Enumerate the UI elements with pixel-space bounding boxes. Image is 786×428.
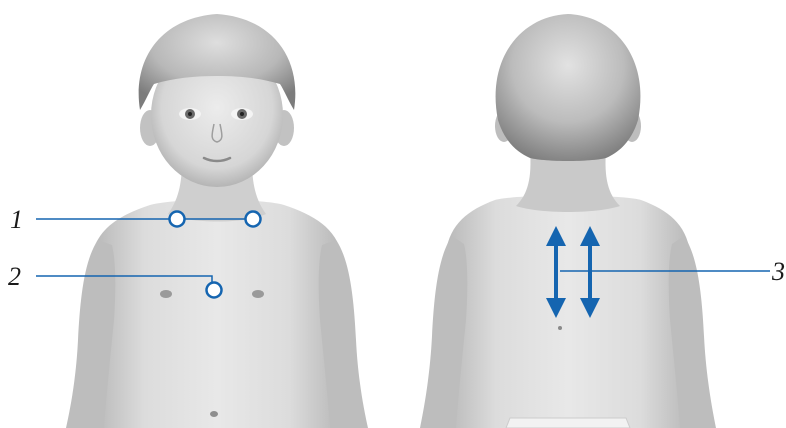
back-torso bbox=[424, 196, 712, 428]
front-right-nipple bbox=[252, 290, 264, 298]
front-torso bbox=[72, 200, 362, 428]
callout-2-marker bbox=[207, 283, 222, 298]
front-navel bbox=[210, 411, 218, 417]
callout-3-number: 3 bbox=[772, 259, 785, 285]
back-waistband bbox=[506, 418, 630, 428]
back-spine-mark bbox=[558, 326, 562, 330]
front-left-nipple bbox=[160, 290, 172, 298]
front-view-figure bbox=[66, 14, 368, 428]
callout-1-marker-right bbox=[246, 212, 261, 227]
back-hair bbox=[496, 14, 641, 161]
callout-1-marker-left bbox=[170, 212, 185, 227]
back-view-figure bbox=[420, 14, 716, 428]
callout-2-number: 2 bbox=[8, 264, 21, 290]
callout-1-number: 1 bbox=[10, 207, 23, 233]
